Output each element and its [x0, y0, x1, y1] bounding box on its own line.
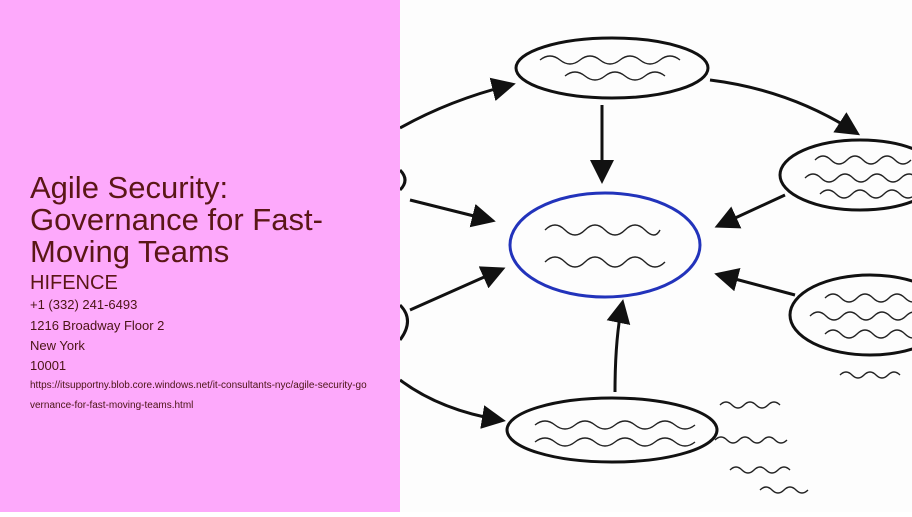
city: New York	[30, 338, 85, 353]
zip-code: 10001	[30, 358, 67, 373]
phone-number: +1 (332) 241-6493	[30, 297, 138, 312]
page-title: Agile Security: Governance for Fast-Movi…	[30, 170, 323, 269]
center-node	[508, 191, 702, 299]
info-panel: Agile Security: Governance for Fast-Movi…	[0, 0, 400, 512]
bottom-node	[505, 396, 719, 464]
scribble-text	[534, 55, 912, 494]
page-url-link[interactable]: https://itsupportny.blob.core.windows.ne…	[30, 380, 367, 411]
company-name: HIFENCE	[30, 272, 118, 294]
diagram-illustration	[398, 36, 912, 494]
top-node	[514, 36, 710, 100]
street-address: 1216 Broadway Floor 2	[30, 318, 165, 333]
governance-cycle-diagram	[398, 0, 912, 512]
right-bottom-node	[788, 273, 912, 357]
right-top-node	[778, 138, 912, 212]
